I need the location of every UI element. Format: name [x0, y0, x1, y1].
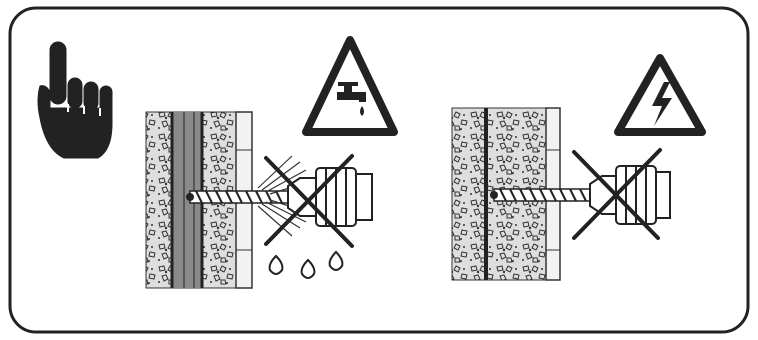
drill-bit — [490, 188, 595, 202]
water-drops — [268, 250, 344, 279]
water-tap-warning-icon — [302, 36, 398, 136]
prohibition-cross — [264, 154, 354, 248]
water-pipe-panel — [145, 36, 398, 289]
drill-bit — [186, 190, 295, 204]
electric-shock-warning-icon — [614, 54, 706, 136]
prohibition-cross — [572, 148, 662, 240]
pointing-hand-icon — [37, 41, 113, 159]
electric-cable-panel — [451, 54, 706, 281]
